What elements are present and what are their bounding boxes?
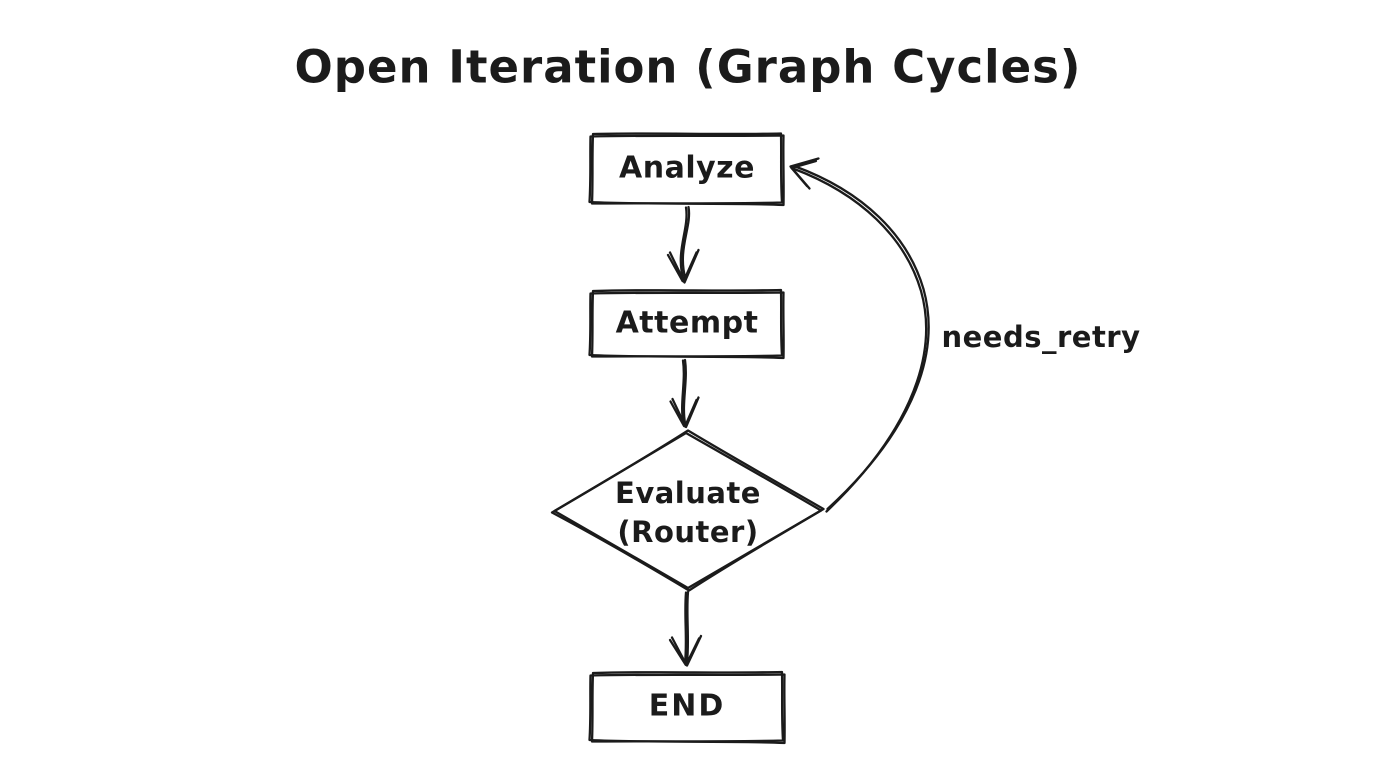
arrow-evaluate-to-end (668, 590, 703, 667)
analyze-node-label: Analyze (619, 150, 755, 186)
end-node-label: END (648, 688, 726, 724)
needs-retry-edge-label: needs_retry (941, 320, 1141, 354)
evaluate-node-shape (550, 429, 825, 592)
end-node-shape (588, 670, 786, 745)
arrow-analyze-to-attempt (666, 205, 700, 284)
attempt-node-shape (588, 288, 785, 360)
analyze-node-shape (588, 132, 785, 207)
arrow-attempt-to-evaluate (669, 358, 700, 429)
evaluate-node-label-line2: (Router) (617, 515, 759, 549)
evaluate-node-label: Evaluate (Router) (615, 474, 761, 552)
diagram-title: Open Iteration (Graph Cycles) (294, 40, 1082, 94)
evaluate-node-label-line1: Evaluate (615, 476, 761, 510)
attempt-node-label: Attempt (615, 305, 759, 341)
arrow-evaluate-to-analyze-loop (789, 157, 930, 513)
